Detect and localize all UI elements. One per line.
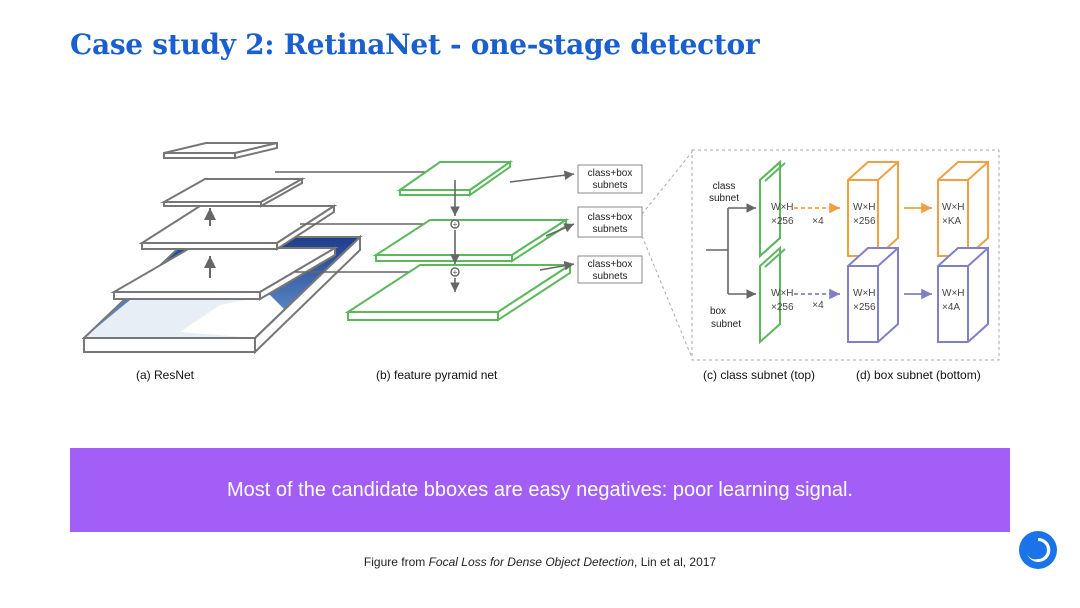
svg-text:W×H: W×H — [771, 202, 794, 213]
svg-text:subnets: subnets — [592, 271, 627, 282]
fpn-caption: (b) feature pyramid net — [376, 368, 498, 382]
svg-text:class+box: class+box — [588, 212, 633, 223]
merge-node — [450, 219, 460, 229]
brand-logo-icon — [1019, 531, 1057, 569]
svg-text:W×H: W×H — [942, 288, 965, 299]
svg-text:W×H: W×H — [853, 288, 876, 299]
subnet-box-2: class+box subnets — [577, 206, 643, 238]
banner-text: Most of the candidate bboxes are easy ne… — [227, 478, 853, 501]
repeat-label-box: ×4 — [812, 300, 824, 311]
subnet-box-3: class+box subnets — [577, 255, 643, 284]
svg-text:×256: ×256 — [853, 302, 876, 313]
class-subnet-label: class — [713, 181, 736, 192]
caption-suffix: , Lin et al, 2017 — [634, 555, 717, 569]
fpn-stack: + + — [344, 160, 574, 322]
svg-text:subnets: subnets — [592, 180, 627, 191]
repeat-label-class: ×4 — [812, 216, 824, 227]
retinanet-diagram: + + class+box subnets class+box subnets … — [81, 141, 1000, 382]
svg-text:×KA: ×KA — [942, 216, 962, 227]
box-output-block: W×H ×4A — [937, 247, 989, 343]
class-subnet-caption: (c) class subnet (top) — [703, 368, 815, 382]
box-block-1: W×H ×256 — [759, 245, 794, 345]
caption-prefix: Figure from — [363, 555, 429, 569]
merge-node-plus: + — [452, 220, 457, 230]
figure-caption: Figure from Focal Loss for Dense Object … — [0, 555, 1080, 569]
merge-node — [450, 267, 460, 277]
svg-text:×4A: ×4A — [942, 302, 960, 313]
caption-paper-title: Focal Loss for Dense Object Detection — [428, 555, 635, 569]
resnet-caption: (a) ResNet — [136, 368, 195, 382]
svg-text:×256: ×256 — [771, 302, 794, 313]
svg-text:W×H: W×H — [771, 288, 794, 299]
merge-node-plus: + — [452, 268, 457, 278]
class-output-block: W×H ×KA — [937, 161, 989, 257]
svg-text:W×H: W×H — [942, 202, 965, 213]
resnet-stack — [81, 141, 363, 355]
svg-text:×256: ×256 — [771, 216, 794, 227]
slide-title: Case study 2: RetinaNet - one-stage dete… — [70, 28, 760, 61]
svg-text:class+box: class+box — [588, 259, 633, 270]
box-subnet-caption: (d) box subnet (bottom) — [856, 368, 981, 382]
fpn-outputs — [509, 170, 575, 271]
subnet-box-1: class+box subnets — [577, 164, 643, 194]
subnet-detail: class subnet box subnet W×H ×256 W×H ×25 — [691, 149, 1000, 361]
svg-text:class+box: class+box — [588, 168, 633, 179]
svg-text:×256: ×256 — [853, 216, 876, 227]
svg-text:subnets: subnets — [592, 224, 627, 235]
box-subnet-label: box — [710, 306, 726, 317]
box-block-2: W×H ×256 — [847, 247, 899, 343]
class-block-2: W×H ×256 — [847, 161, 899, 257]
svg-text:W×H: W×H — [853, 202, 876, 213]
class-subnet-label-2: subnet — [709, 193, 739, 204]
key-point-banner: Most of the candidate bboxes are easy ne… — [70, 448, 1010, 532]
class-block-1: W×H ×256 — [759, 159, 794, 259]
box-subnet-label-2: subnet — [711, 319, 741, 330]
